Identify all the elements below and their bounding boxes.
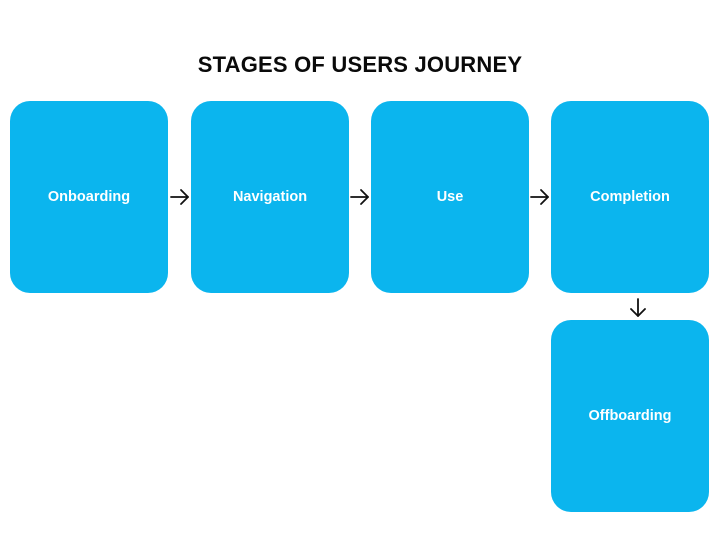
stage-navigation: Navigation [191,101,349,293]
stage-label: Onboarding [47,189,131,205]
stage-label: Navigation [232,189,308,205]
stage-completion: Completion [551,101,709,293]
stage-label: Offboarding [588,408,672,424]
stage-onboarding: Onboarding [10,101,168,293]
diagram-title: STAGES OF USERS JOURNEY [197,52,523,77]
stage-offboarding: Offboarding [551,320,709,512]
arrow-right-icon [530,189,549,205]
arrow-right-icon [170,189,189,205]
stage-label: Completion [590,189,670,205]
arrow-right-icon [350,189,369,205]
stage-label: Use [436,189,464,205]
arrow-down-icon [630,298,646,317]
stage-use: Use [371,101,529,293]
